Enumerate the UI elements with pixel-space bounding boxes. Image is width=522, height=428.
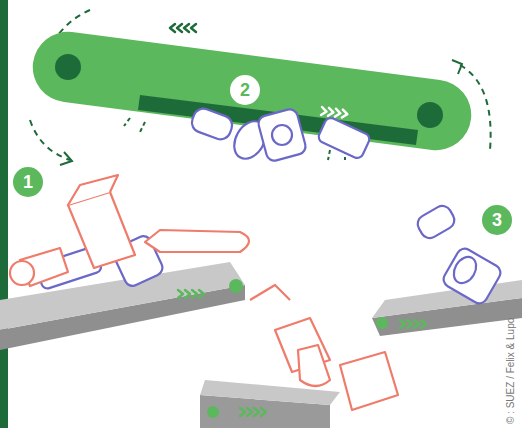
callout-number: 1 xyxy=(13,167,43,197)
magnetic-belt xyxy=(30,10,491,165)
callout-text: 3 xyxy=(492,211,502,229)
metal-items xyxy=(36,106,504,306)
copyright-credit: © : SUEZ / Felix & Lupo xyxy=(505,318,516,424)
page-border xyxy=(0,0,8,428)
callout-text: 1 xyxy=(23,173,33,191)
callout-number: 3 xyxy=(482,205,512,235)
callout-number: 2 xyxy=(230,75,260,105)
callout-text: 2 xyxy=(240,81,250,99)
non-metal-items xyxy=(10,175,398,410)
conveyor-belt xyxy=(200,380,340,428)
conveyor-belt xyxy=(372,280,522,336)
